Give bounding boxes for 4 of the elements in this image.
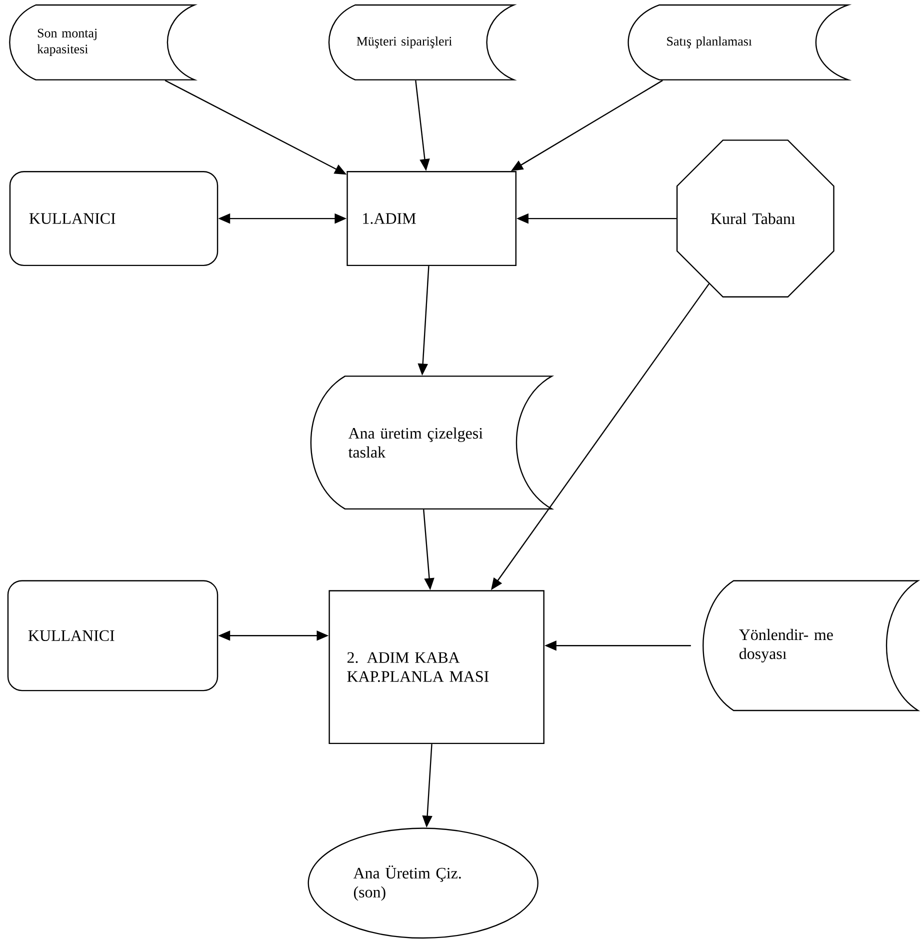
rounded-box: KULLANICI [9,171,218,266]
rounded-box: KULLANICI [7,580,218,692]
process-box: 2. ADIM KABA KAP.PLANLA MASI [328,590,544,744]
process-box: 1.ADIM [346,171,516,266]
